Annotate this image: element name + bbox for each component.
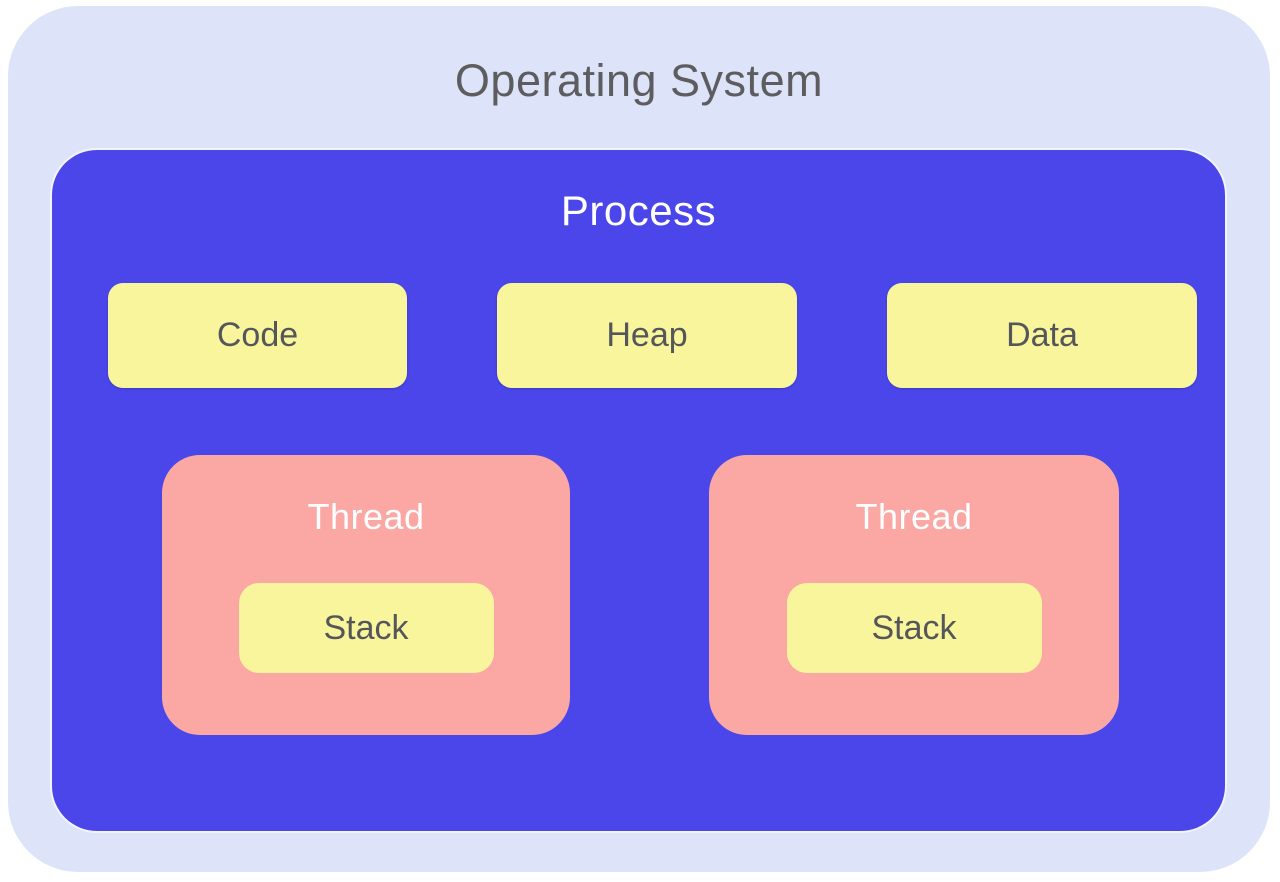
thread-2-stack-box: Stack	[786, 583, 1042, 673]
operating-system-label: Operating System	[454, 55, 824, 106]
operating-system-box: Operating System Process Code Heap Data …	[8, 6, 1270, 872]
thread-2-label: Thread	[855, 496, 973, 537]
thread-box-2: Thread Stack	[709, 455, 1119, 735]
memory-segment-code: Code	[108, 283, 407, 388]
process-label: Process	[560, 187, 717, 234]
thread-1-label: Thread	[307, 496, 425, 537]
thread-box-1: Thread Stack	[162, 455, 570, 735]
memory-segment-data: Data	[887, 283, 1197, 388]
thread-1-stack-box: Stack	[238, 583, 494, 673]
process-box: Process Code Heap Data Thread Stack Thre…	[52, 150, 1225, 831]
memory-segment-heap: Heap	[497, 283, 797, 388]
